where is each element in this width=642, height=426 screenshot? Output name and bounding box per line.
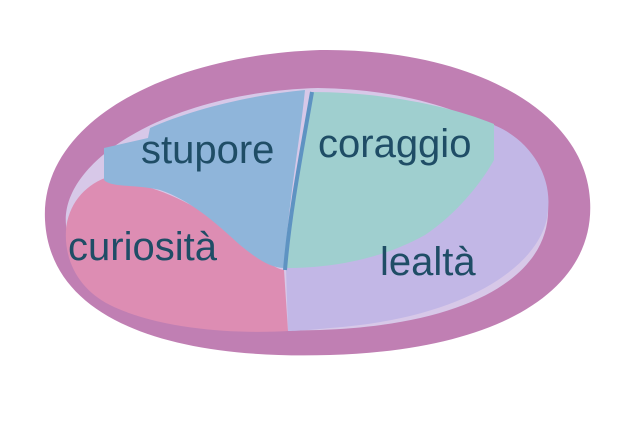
label-lealta: lealtà bbox=[380, 240, 476, 284]
region-stupore bbox=[104, 90, 305, 268]
label-curiosita: curiosità bbox=[68, 225, 217, 269]
divider-line bbox=[283, 91, 314, 271]
region-coraggio bbox=[286, 92, 494, 268]
label-coraggio: coraggio bbox=[318, 122, 472, 166]
label-stupore: stupore bbox=[141, 128, 275, 172]
region-curiosita bbox=[65, 178, 288, 332]
